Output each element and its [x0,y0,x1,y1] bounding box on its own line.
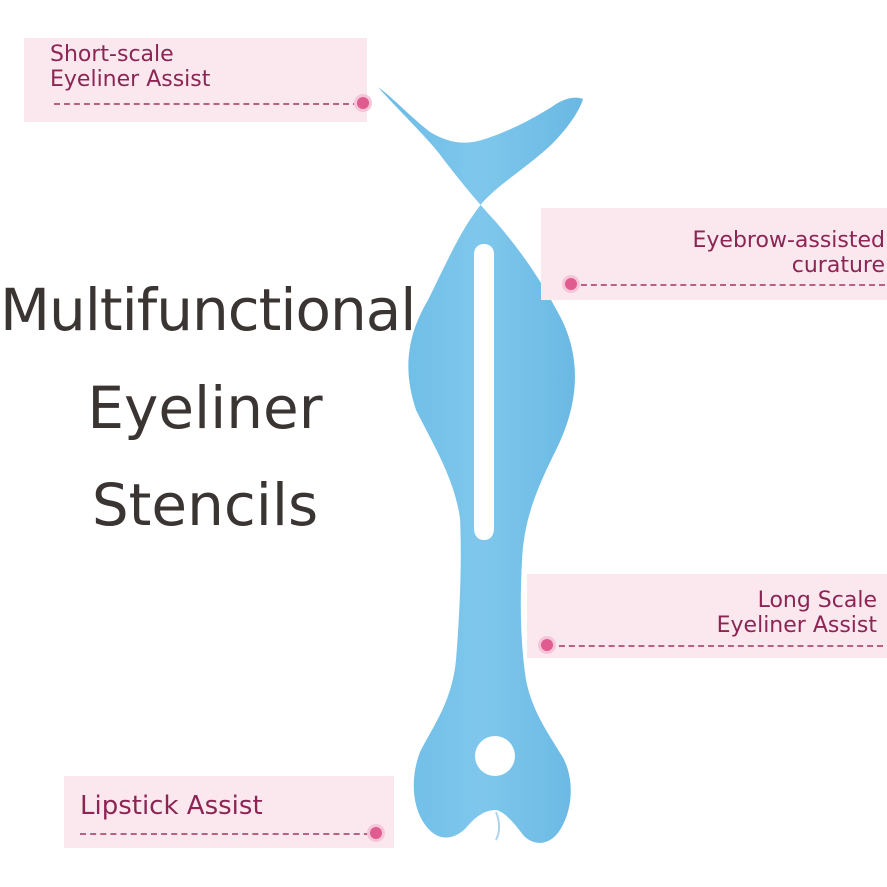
leader-line [80,833,380,835]
callout-eyebrow: Eyebrow-assisted curature [541,208,887,300]
callout-eyebrow-label: Eyebrow-assisted curature [692,228,885,278]
callout-short-scale-label: Short-scale Eyeliner Assist [50,42,211,92]
callout-long-scale-label: Long Scale Eyeliner Assist [716,588,877,638]
headline-line-2: Eyeliner [87,374,323,442]
stencil-slot [474,244,494,540]
leader-line [549,645,883,647]
leader-line [571,284,885,286]
callout-lipstick-label: Lipstick Assist [80,791,263,821]
headline-line-1: Multifunctional [0,276,416,344]
pointer-dot-icon [565,278,577,290]
callout-long-scale: Long Scale Eyeliner Assist [527,574,887,658]
pointer-dot-icon [357,97,369,109]
callout-lipstick: Lipstick Assist [64,776,394,848]
headline-line-3: Stencils [91,471,319,539]
callout-short-scale: Short-scale Eyeliner Assist [24,38,369,122]
pointer-dot-icon [541,639,553,651]
pointer-dot-icon [370,827,382,839]
stencil-tip-shading [495,811,500,841]
leader-line [54,103,359,105]
stencil-hole [475,736,515,776]
